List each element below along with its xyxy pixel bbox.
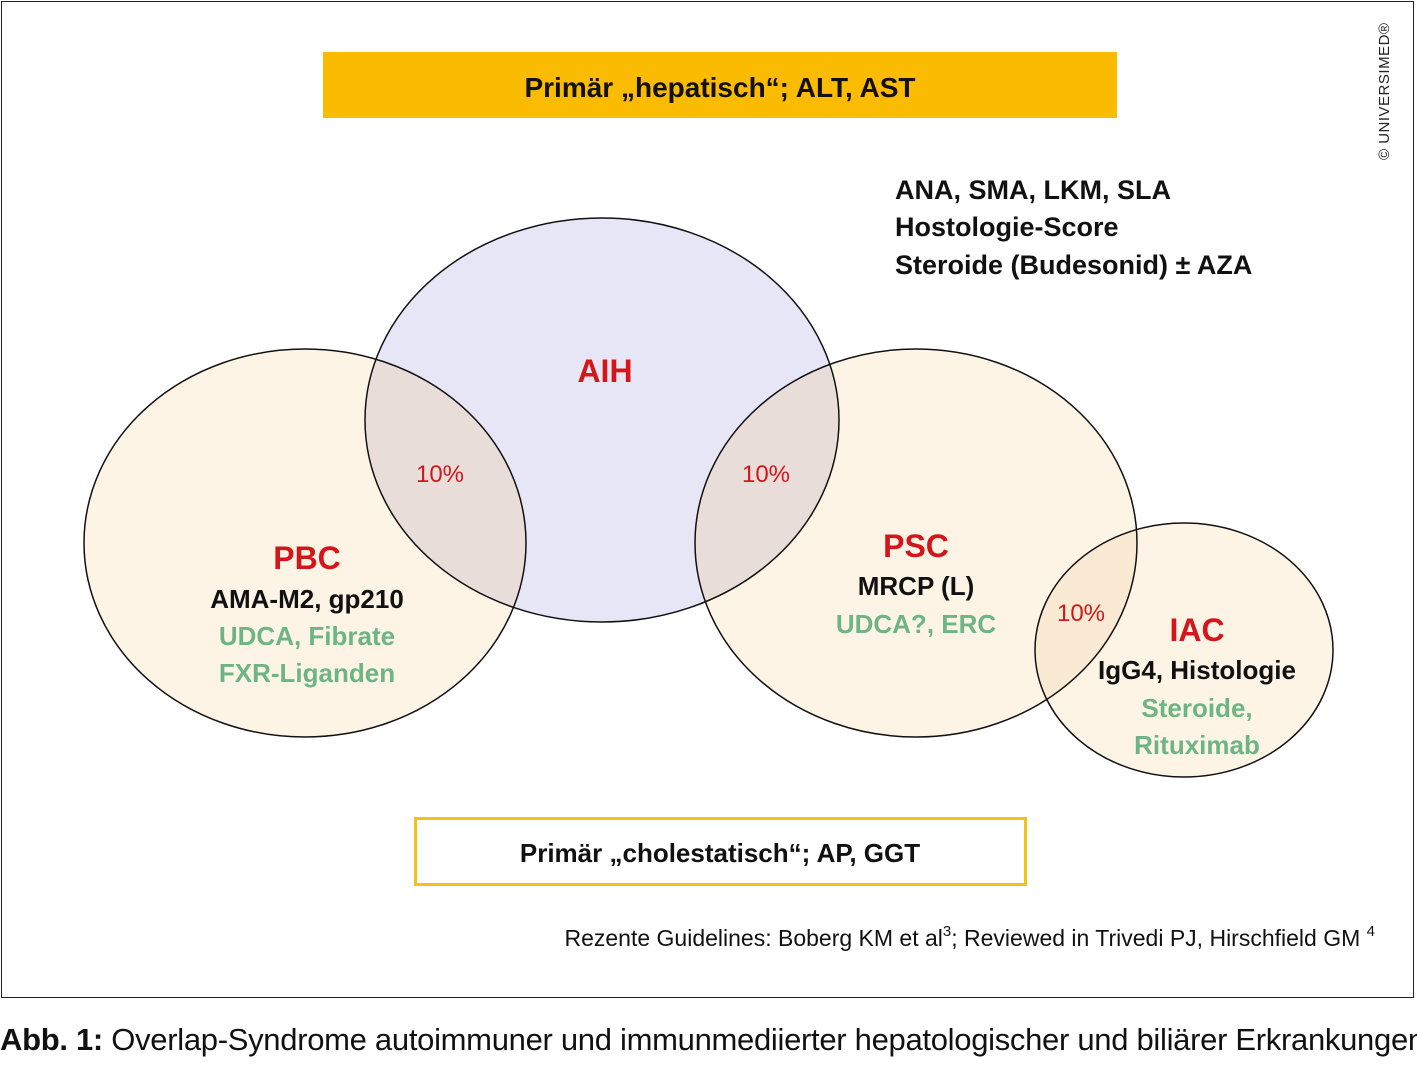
psc-label: PSC — [883, 528, 949, 564]
pbc-aih-overlap — [365, 349, 526, 622]
psc-iac-percent: 10% — [1057, 600, 1105, 627]
pbc-therapy-2: FXR-Liganden — [219, 658, 395, 688]
aih-label: AIH — [577, 353, 632, 389]
caption-label: Abb. 1: — [0, 1022, 103, 1057]
bottom-banner — [414, 817, 1027, 886]
psc-therapy: UDCA?, ERC — [836, 609, 997, 639]
reference-sup-1: 3 — [943, 923, 951, 940]
psc-outline — [694, 348, 1138, 738]
figure-frame — [1, 1, 1414, 998]
pbc-outline — [83, 348, 527, 738]
overlap-venn-diagram: Primär „hepatisch“; ALT, AST ANA, SMA, L… — [83, 52, 1375, 951]
iac-outline — [1034, 522, 1334, 778]
aih-psc-overlap — [695, 349, 839, 622]
caption-text: Overlap-Syndrome autoimmuner und immunme… — [102, 1022, 1417, 1057]
copyright-notice: © UNIVERSIMED® — [1376, 22, 1393, 160]
reference-sup-2: 4 — [1367, 923, 1375, 940]
reference-text: Rezente Guidelines: Boberg KM et al3; Re… — [564, 923, 1375, 951]
reference-part-1: Rezente Guidelines: Boberg KM et al — [564, 925, 942, 951]
psc-markers: MRCP (L) — [858, 571, 975, 601]
top-banner — [323, 52, 1117, 118]
top-banner-text: Primär „hepatisch“; ALT, AST — [524, 72, 915, 103]
aih-note-therapy: Steroide (Budesonid) ± AZA — [895, 250, 1252, 280]
reference-part-2: ; Reviewed in Trivedi PJ, Hirschfield GM — [951, 925, 1366, 951]
pbc-markers: AMA-M2, gp210 — [210, 584, 404, 614]
pbc-therapy-1: UDCA, Fibrate — [219, 621, 395, 651]
figure-caption: Abb. 1: Overlap-Syndrome autoimmuner und… — [0, 1022, 1417, 1058]
bottom-banner-text: Primär „cholestatisch“; AP, GGT — [520, 838, 920, 868]
iac-therapy-2: Rituximab — [1134, 730, 1260, 760]
aih-outline — [364, 217, 840, 623]
aih-note-antibodies: ANA, SMA, LKM, SLA — [895, 175, 1171, 205]
aih-note-score: Hostologie-Score — [895, 212, 1119, 242]
aih-psc-percent: 10% — [742, 461, 790, 488]
iac-markers: IgG4, Histologie — [1098, 655, 1296, 685]
iac-therapy-1: Steroide, — [1141, 693, 1252, 723]
iac-label: IAC — [1169, 612, 1224, 648]
aih-notes: ANA, SMA, LKM, SLA Hostologie-Score Ster… — [895, 175, 1252, 280]
pbc-label: PBC — [273, 540, 341, 576]
pbc-aih-percent: 10% — [416, 461, 464, 488]
